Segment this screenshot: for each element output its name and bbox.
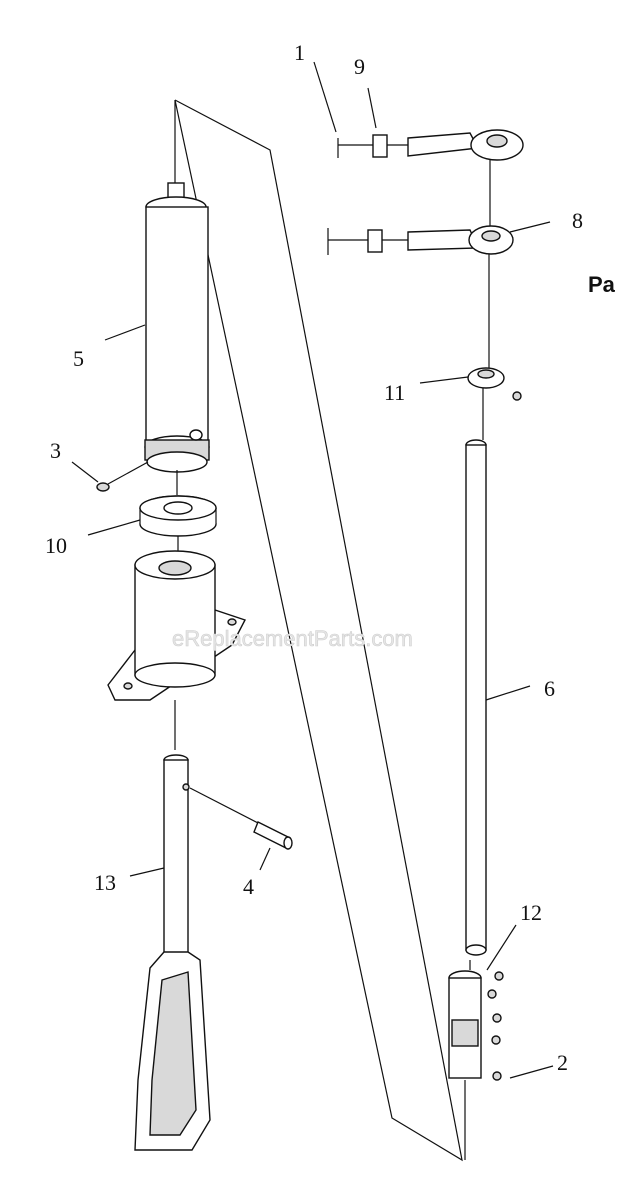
upper-linkage xyxy=(337,129,524,230)
watermark: eReplacementParts.com xyxy=(172,626,413,651)
leader-11 xyxy=(419,376,469,384)
callout-10: 10 xyxy=(45,533,67,558)
callout-6: 6 xyxy=(544,676,555,701)
leader-1 xyxy=(313,61,337,133)
callout-13: 13 xyxy=(94,870,116,895)
side-label: Pa xyxy=(588,272,616,297)
part-13-handle xyxy=(134,754,211,1151)
callout-8: 8 xyxy=(572,208,583,233)
leader-9 xyxy=(367,87,377,129)
leader-13 xyxy=(129,867,165,877)
part-11-collar xyxy=(467,367,522,440)
leader-3 xyxy=(71,461,99,483)
callout-3: 3 xyxy=(50,438,61,463)
part-6-rod xyxy=(465,439,487,970)
part-10-washer xyxy=(139,495,217,552)
leader-6 xyxy=(485,685,531,701)
leader-8 xyxy=(509,221,551,233)
leader-5 xyxy=(104,324,146,341)
part-8-linkage xyxy=(327,225,514,368)
part-5-cylinder xyxy=(144,100,210,495)
callout-9: 9 xyxy=(354,54,365,79)
part-4-pin xyxy=(189,787,293,850)
housing-flange xyxy=(107,550,246,750)
leader-12 xyxy=(486,924,517,971)
assembly-outline xyxy=(174,99,463,1162)
callout-2: 2 xyxy=(557,1050,568,1075)
leader-10 xyxy=(87,519,141,536)
part-3-nut xyxy=(96,461,149,492)
callout-4: 4 xyxy=(243,874,254,899)
callout-5: 5 xyxy=(73,346,84,371)
callout-12: 12 xyxy=(520,900,542,925)
callout-1: 1 xyxy=(294,40,305,65)
callout-11: 11 xyxy=(384,380,405,405)
part-12-coupling xyxy=(448,970,504,1160)
leader-2 xyxy=(509,1065,554,1079)
leader-4 xyxy=(259,847,271,871)
